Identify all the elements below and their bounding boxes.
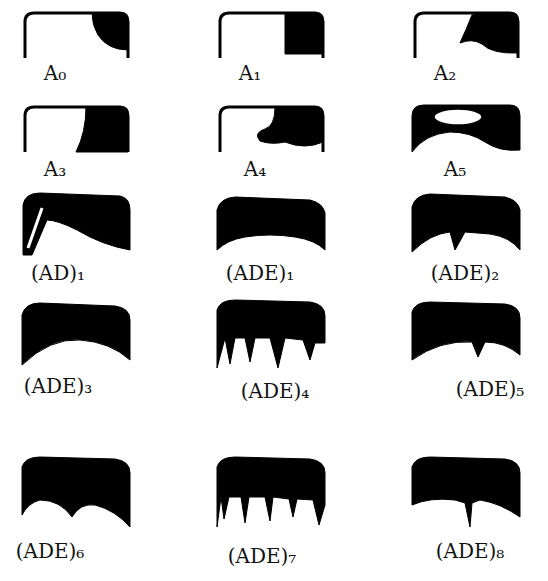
outline-a1: [220, 13, 323, 58]
silhouette-ade8: [412, 457, 520, 527]
figure-label: A₁: [239, 62, 261, 84]
silhouette-ade3: [22, 303, 130, 365]
figure-label: A₄: [244, 158, 266, 180]
figure-label: A₂: [434, 62, 456, 84]
figure-label: (ADE)₃: [24, 375, 93, 397]
silhouette-ade4: [217, 300, 325, 368]
figure-label: A₃: [44, 158, 66, 180]
outline-a3: [25, 107, 128, 152]
figure-label: (ADE)₇: [228, 545, 297, 567]
figure-label: (ADE)₆: [16, 540, 85, 562]
figure-label: (ADE)₄: [241, 380, 310, 402]
figure-label: (ADE)₈: [436, 540, 505, 562]
figure-label: (ADE)₁: [226, 262, 295, 284]
outline-a2: [415, 13, 518, 58]
silhouette-ad1: [23, 193, 130, 255]
silhouette-ade7: [217, 457, 325, 527]
silhouette-ade5: [412, 302, 520, 360]
figure-label: A₅: [444, 158, 466, 180]
figure-label: (ADE)₅: [456, 378, 525, 400]
silhouette-ade2: [412, 194, 520, 252]
outline-a5: [412, 105, 520, 152]
outline-a0: [25, 13, 128, 58]
figure-label: (ADE)₂: [431, 262, 500, 284]
silhouette-ade1: [217, 197, 325, 250]
figure-label: (AD)₁: [31, 262, 85, 284]
silhouette-ade6: [22, 457, 130, 527]
figure-label: A₀: [44, 62, 66, 84]
outline-a4: [220, 107, 323, 152]
